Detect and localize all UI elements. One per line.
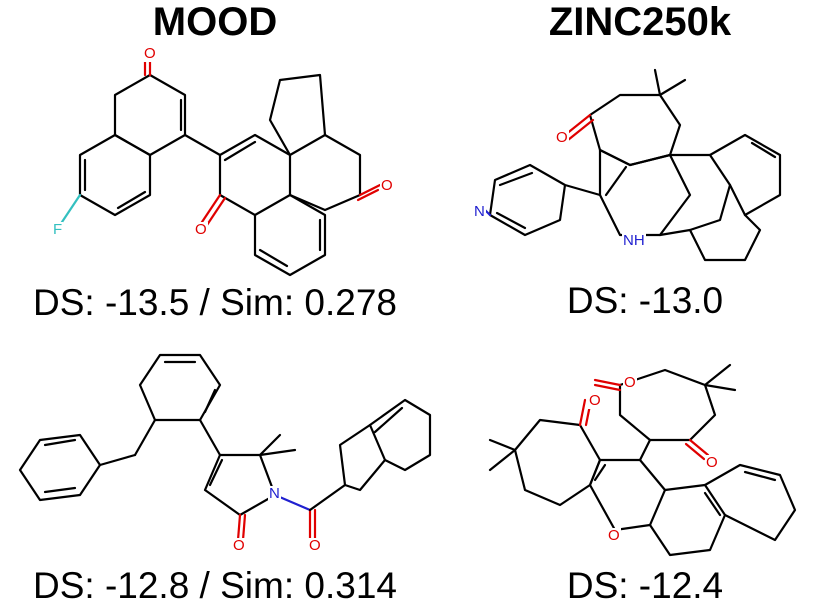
atom-label-nitrogen: N (268, 485, 281, 502)
atom-label-oxygen: O (308, 537, 322, 554)
atom-label-amine: NH (622, 232, 646, 249)
atom-label-oxygen: O (194, 221, 208, 238)
atom-label-oxygen: O (555, 129, 569, 146)
atom-label-oxygen: O (232, 537, 246, 554)
caption-mood-2: DS: -12.8 / Sim: 0.314 (32, 565, 397, 606)
caption-zinc-2: DS: -12.4 (566, 565, 724, 606)
column-title-zinc250k: ZINC250k (548, 0, 732, 44)
atom-label-nitrogen: N (473, 203, 486, 220)
atom-label-oxygen: O (705, 454, 719, 471)
atom-label-oxygen: O (623, 374, 637, 391)
atom-label-oxygen: O (143, 45, 157, 62)
atom-label-fluorine: F (52, 221, 64, 238)
molecule-zinc-1 (478, 68, 782, 262)
column-title-mood: MOOD (152, 0, 278, 44)
caption-mood-1: DS: -13.5 / Sim: 0.278 (32, 282, 397, 323)
caption-zinc-1: DS: -13.0 (566, 280, 724, 321)
atom-label-oxygen: O (380, 177, 394, 194)
molecule-mood-2 (18, 353, 432, 542)
atom-label-oxygen: O (588, 392, 602, 409)
molecule-zinc-2 (488, 363, 797, 557)
molecule-mood-1 (58, 60, 382, 277)
atom-label-oxygen: O (607, 527, 621, 544)
